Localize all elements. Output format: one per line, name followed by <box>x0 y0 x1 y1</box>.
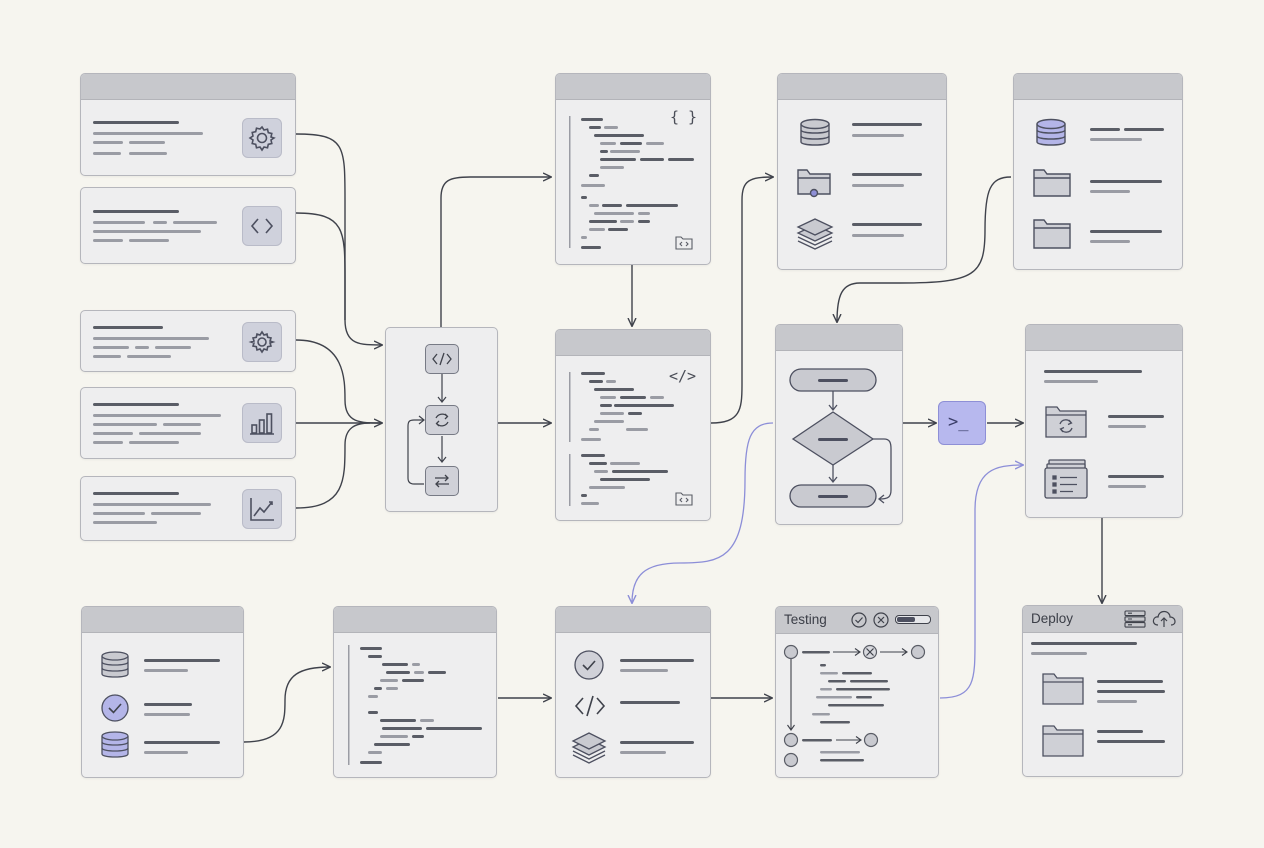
connector-accent <box>939 465 1023 699</box>
text-placeholder-lines <box>93 210 217 242</box>
data-store-panel[interactable] <box>777 73 947 270</box>
check-circle-icon[interactable] <box>100 693 130 728</box>
connector <box>440 177 551 327</box>
connector <box>295 212 346 320</box>
code-file-icon[interactable] <box>674 490 694 513</box>
folder-icon[interactable] <box>1041 670 1085 711</box>
card-header <box>556 74 710 100</box>
text-placeholder-lines <box>1090 128 1164 243</box>
code-panel-main[interactable]: </> <box>555 329 711 521</box>
card-header <box>1026 325 1182 351</box>
folder-sync-icon[interactable] <box>1044 403 1088 444</box>
input-card-config[interactable] <box>80 310 296 372</box>
text-placeholder-lines <box>93 492 211 524</box>
progress-bar <box>895 615 931 624</box>
card-header <box>81 74 295 100</box>
database-icon[interactable] <box>1034 116 1068 155</box>
deploy-panel[interactable]: Deploy <box>1022 605 1183 777</box>
card-header <box>556 607 710 633</box>
connector <box>243 667 330 743</box>
text-placeholder-lines <box>620 659 694 754</box>
decision-flow-panel[interactable] <box>775 324 903 525</box>
braces-icon: { } <box>670 108 698 126</box>
text-placeholder-lines <box>1044 370 1164 488</box>
text-placeholder-lines <box>93 121 203 155</box>
check-circle-icon[interactable] <box>573 649 605 686</box>
code-lines <box>569 372 674 506</box>
sync-node-icon[interactable] <box>425 405 459 435</box>
folder-node-icon[interactable] <box>796 166 834 205</box>
folder-icon[interactable] <box>1032 166 1072 205</box>
code-tag-icon: </> <box>669 367 697 385</box>
test-flow <box>783 644 926 768</box>
text-placeholder-lines <box>93 326 209 358</box>
swap-node-icon[interactable] <box>425 466 459 496</box>
code-lines <box>348 645 482 765</box>
check-icon[interactable] <box>851 612 867 633</box>
text-placeholder-lines <box>93 403 221 444</box>
code-icon[interactable] <box>573 693 607 724</box>
card-header <box>556 330 710 356</box>
card-header <box>334 607 496 633</box>
layers-icon[interactable] <box>571 731 607 770</box>
card-header: Deploy <box>1023 606 1182 633</box>
database-icon[interactable] <box>100 649 130 686</box>
code-panel-tests[interactable] <box>333 606 497 778</box>
text-placeholder-lines <box>852 123 922 237</box>
bar-chart-icon[interactable] <box>242 403 282 443</box>
panel-title: Testing <box>784 612 827 627</box>
code-node-icon[interactable] <box>425 344 459 374</box>
connector <box>295 133 382 345</box>
artifacts-panel[interactable] <box>1025 324 1183 518</box>
folder-icon[interactable] <box>1041 722 1085 763</box>
input-card-settings[interactable] <box>80 73 296 176</box>
connector <box>837 176 1012 322</box>
code-icon[interactable] <box>242 206 282 246</box>
x-circle-icon[interactable] <box>873 612 889 633</box>
connector-accent <box>632 422 774 603</box>
text-placeholder-lines <box>1031 642 1165 743</box>
gear-icon[interactable] <box>242 118 282 158</box>
folder-icon[interactable] <box>1032 216 1072 257</box>
server-icon[interactable] <box>1124 610 1146 633</box>
card-header <box>82 607 243 633</box>
database-icon[interactable] <box>798 116 832 155</box>
storage-panel[interactable] <box>1013 73 1183 270</box>
panel-title: Deploy <box>1031 611 1074 626</box>
line-chart-icon[interactable] <box>242 489 282 529</box>
code-lines <box>569 116 694 249</box>
code-file-icon[interactable] <box>674 234 694 257</box>
card-header: Testing <box>776 607 938 634</box>
text-placeholder-lines <box>144 659 220 754</box>
terminal-prompt: >_ <box>948 412 969 432</box>
orchestrator-node[interactable] <box>385 327 498 512</box>
input-card-code[interactable] <box>80 187 296 264</box>
connector <box>295 422 371 509</box>
card-header <box>778 74 946 100</box>
input-card-analytics[interactable] <box>80 476 296 541</box>
file-list-icon[interactable] <box>1043 458 1089 505</box>
database-icon[interactable] <box>100 729 130 766</box>
layers-icon[interactable] <box>796 216 834 257</box>
card-header <box>776 325 902 351</box>
testing-panel[interactable]: Testing <box>775 606 939 778</box>
code-panel-json[interactable]: { } <box>555 73 711 265</box>
flowchart <box>789 368 892 508</box>
validation-sources-panel[interactable] <box>81 606 244 778</box>
progress-bar-fill <box>897 617 915 622</box>
terminal-icon[interactable]: >_ <box>938 401 986 445</box>
cloud-upload-icon[interactable] <box>1151 609 1177 634</box>
orchestrator-internal-arrows <box>407 374 447 485</box>
card-header <box>1014 74 1182 100</box>
quality-checks-panel[interactable] <box>555 606 711 778</box>
input-card-metrics[interactable] <box>80 387 296 459</box>
connector <box>710 177 773 424</box>
connector <box>295 339 382 423</box>
gear-icon[interactable] <box>242 322 282 362</box>
